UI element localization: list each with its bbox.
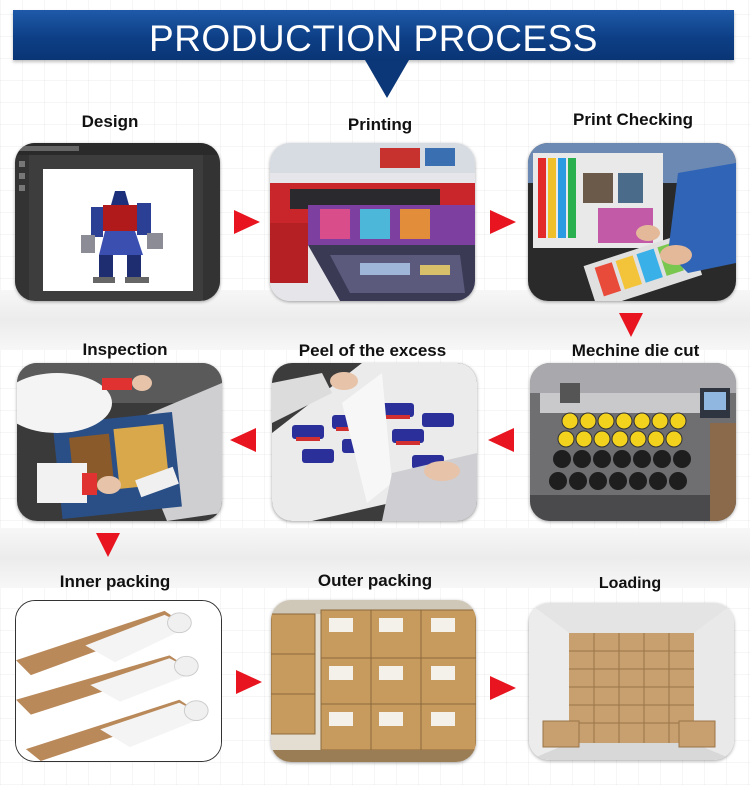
flow-arrow-right	[490, 210, 516, 234]
peel-excess-photo	[272, 363, 477, 521]
printing-photo	[270, 143, 475, 301]
banner-pointer	[365, 60, 409, 98]
step-label-design: Design	[81, 112, 139, 131]
inner-packing-photo	[15, 600, 222, 762]
step-label-inner-packing: Inner packing	[59, 572, 171, 591]
step-label-inspection: Inspection	[82, 340, 168, 359]
flow-arrow-down	[96, 533, 120, 557]
flow-arrow-right	[490, 676, 516, 700]
flow-arrow-down	[619, 313, 643, 337]
step-label-print-checking: Print Checking	[573, 110, 693, 129]
design-photo	[15, 143, 220, 301]
flow-arrow-right	[234, 210, 260, 234]
step-label-outer-packing: Outer packing	[317, 571, 433, 590]
flow-arrow-right	[236, 670, 262, 694]
flow-arrow-left	[488, 428, 514, 452]
page-title: PRODUCTION PROCESS	[149, 18, 598, 59]
background-band	[0, 528, 750, 588]
inspection-photo	[17, 363, 222, 521]
loading-photo	[529, 603, 734, 760]
step-label-peel-excess: Peel of the excess	[298, 341, 447, 360]
step-label-loading: Loading	[598, 575, 662, 592]
header-banner: PRODUCTION PROCESS	[13, 10, 734, 60]
print-checking-photo	[528, 143, 736, 301]
step-label-die-cut: Mechine die cut	[571, 341, 700, 360]
die-cut-photo	[530, 363, 736, 521]
flow-arrow-left	[230, 428, 256, 452]
outer-packing-photo	[271, 600, 476, 762]
step-label-printing: Printing	[347, 115, 413, 134]
